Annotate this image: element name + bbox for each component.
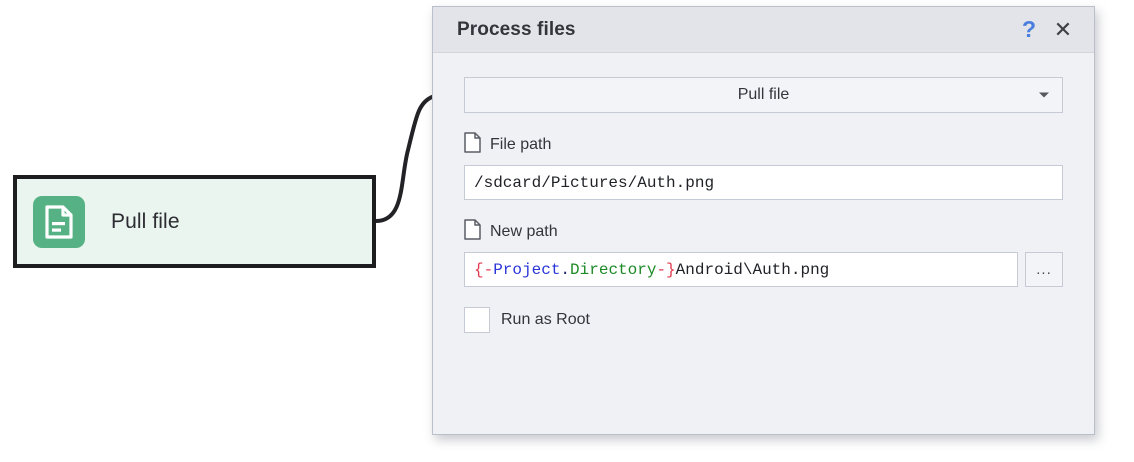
action-select[interactable]: Pull file — [464, 77, 1063, 113]
new-path-label: New path — [490, 223, 558, 240]
file-path-label: File path — [490, 136, 552, 153]
action-select-value: Pull file — [737, 86, 790, 103]
new-path-label-row: New path — [464, 219, 1063, 245]
file-path-row: /sdcard/Pictures/Auth.png — [464, 165, 1063, 200]
close-icon[interactable]: ✕ — [1053, 16, 1073, 42]
process-files-dialog: Process files ? ✕ Pull file File path — [432, 6, 1095, 435]
flow-node-label: Pull file — [111, 209, 180, 233]
new-path-row: {-Project.Directory-}Android\Auth.png ..… — [464, 252, 1063, 287]
file-document-icon — [464, 219, 481, 245]
path-token: {- — [474, 260, 494, 279]
help-icon[interactable]: ? — [1021, 16, 1037, 42]
file-path-label-row: File path — [464, 132, 1063, 158]
path-token: Directory — [570, 260, 657, 279]
path-token: . — [560, 260, 571, 279]
dialog-titlebar[interactable]: Process files ? ✕ — [433, 7, 1094, 53]
path-token: Project — [493, 260, 561, 279]
run-as-root-label: Run as Root — [501, 311, 590, 328]
new-path-input[interactable]: {-Project.Directory-}Android\Auth.png — [464, 252, 1018, 287]
file-document-icon — [464, 132, 481, 158]
flow-node-pull-file[interactable]: Pull file — [13, 175, 376, 268]
path-token: Android\Auth.png — [675, 260, 830, 279]
run-as-root-row[interactable]: Run as Root — [464, 307, 1063, 333]
path-token: -} — [656, 260, 676, 279]
dialog-body: Pull file File path /sdcard/Pictures/Aut… — [433, 53, 1094, 333]
browse-button[interactable]: ... — [1025, 252, 1063, 287]
run-as-root-checkbox[interactable] — [464, 307, 490, 333]
file-path-input[interactable]: /sdcard/Pictures/Auth.png — [464, 165, 1063, 200]
chevron-down-icon — [1039, 92, 1049, 98]
document-file-icon — [33, 195, 85, 248]
dialog-title: Process files — [457, 18, 576, 40]
